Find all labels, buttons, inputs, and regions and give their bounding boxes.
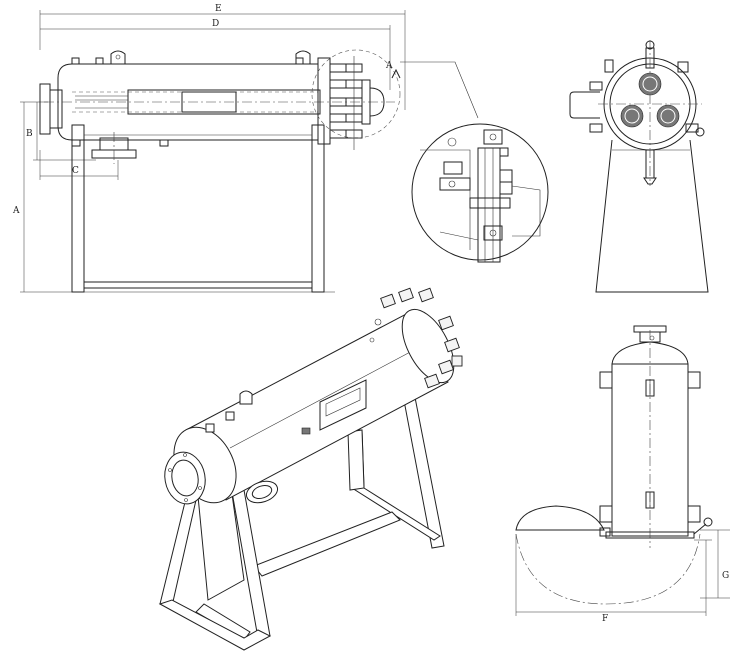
end-view bbox=[569, 40, 709, 293]
iso-outlet-flange bbox=[245, 480, 279, 504]
detail-a-marker: A bbox=[311, 49, 479, 139]
iso-nameplate-bracket bbox=[301, 379, 367, 435]
bottom-outlet-nozzle bbox=[91, 132, 137, 164]
iso-base-rails bbox=[195, 511, 401, 641]
closure-clamp-assembly bbox=[317, 56, 385, 150]
dimension-c: C bbox=[39, 150, 119, 180]
inlet-flange bbox=[39, 83, 63, 135]
dimension-f: F bbox=[515, 534, 707, 624]
dimension-c-label: C bbox=[72, 166, 79, 176]
dimension-e: E bbox=[39, 4, 406, 110]
dimension-b-label: B bbox=[26, 129, 33, 139]
iso-top-fittings bbox=[205, 390, 253, 433]
detail-a-view bbox=[411, 123, 549, 263]
vessel-body bbox=[44, 63, 395, 141]
isometric-view bbox=[158, 287, 463, 651]
dimension-a-label: A bbox=[12, 206, 20, 216]
filter-elements bbox=[620, 72, 680, 128]
iso-closure-clamps bbox=[369, 287, 463, 389]
side-view-open-cover: G F bbox=[515, 325, 730, 624]
top-lifting-lugs bbox=[71, 50, 311, 65]
dimension-d: D bbox=[40, 19, 391, 90]
support-frame bbox=[71, 124, 325, 293]
iso-rear-support bbox=[347, 381, 445, 549]
dimension-g-label: G bbox=[722, 571, 729, 581]
dimension-e-label: E bbox=[215, 4, 222, 14]
front-elevation-view: E D A B C bbox=[12, 4, 479, 293]
iso-front-support bbox=[158, 489, 272, 651]
dimension-b: B bbox=[26, 102, 96, 161]
dimension-d-label: D bbox=[212, 19, 219, 29]
dimension-f-label: F bbox=[602, 614, 608, 624]
iso-inlet-flange bbox=[164, 451, 206, 505]
dimension-a: A bbox=[12, 101, 335, 293]
bottom-drain-ports bbox=[71, 139, 169, 147]
detail-a-marker-label: A bbox=[385, 61, 393, 71]
dimension-g: G bbox=[700, 529, 730, 599]
